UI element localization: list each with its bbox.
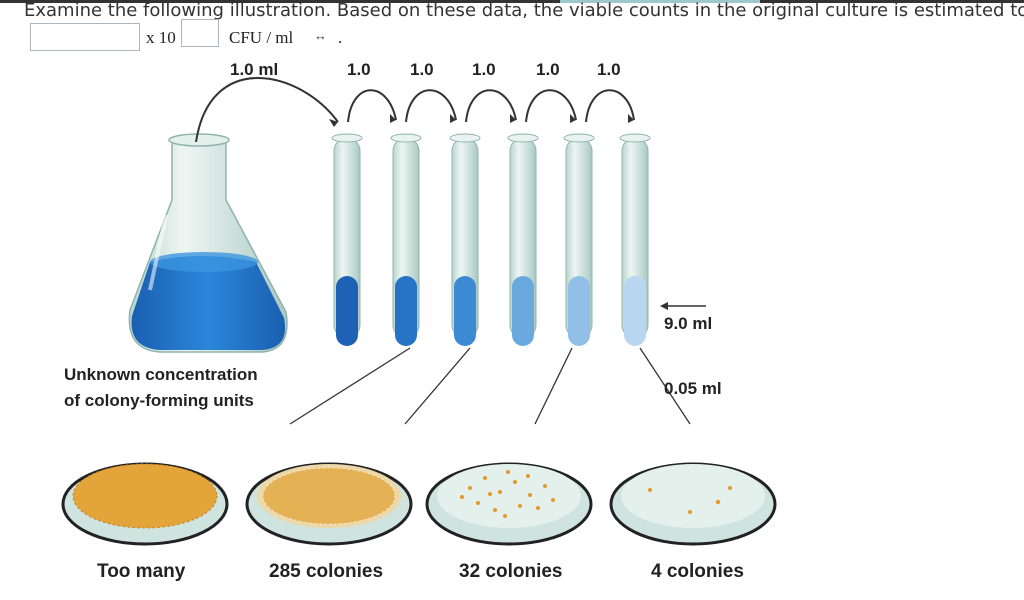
- volume-pointer-arrowhead: [660, 302, 668, 310]
- tube-transfer-label-3: 1.0: [472, 60, 496, 79]
- tube-transfer-label-2: 1.0: [410, 60, 434, 79]
- question-text: Examine the following illustration. Base…: [24, 0, 1024, 21]
- flask-transfer-label: 1.0 ml: [230, 60, 279, 79]
- coefficient-answer-box[interactable]: [30, 23, 140, 51]
- flask: [128, 133, 288, 353]
- plate-label-2: 285 colonies: [269, 561, 384, 582]
- tube-transfer-arrow-4: [525, 89, 577, 123]
- flask-caption-line1: Unknown concentration: [64, 365, 258, 384]
- tube-transfer-label-4: 1.0: [536, 60, 560, 79]
- tube-4: [507, 133, 539, 346]
- top-border-accent: [560, 0, 760, 3]
- plate-3: [425, 462, 593, 546]
- plate-2: [245, 462, 413, 546]
- tube-3: [449, 133, 481, 346]
- plate-1: [61, 462, 229, 546]
- exponent-input[interactable]: [182, 20, 218, 46]
- tube-transfer-label-1: 1.0: [347, 60, 371, 79]
- flask-caption-line2: of colony-forming units: [64, 391, 254, 410]
- tube-transfer-arrow-2: [405, 89, 457, 123]
- transfer-arrows: [195, 77, 635, 143]
- tube-volume-label: 9.0 ml: [664, 314, 713, 333]
- plate-label-1: Too many: [97, 561, 186, 582]
- coefficient-input[interactable]: [31, 24, 139, 50]
- unit-label: CFU / ml: [229, 28, 294, 47]
- tube-1: [331, 133, 363, 346]
- tube-transfer-arrow-3: [465, 89, 517, 123]
- plating-lines: [289, 347, 691, 425]
- tube-2: [390, 133, 422, 346]
- period-label: .: [338, 28, 343, 47]
- flask-transfer-arrow: [195, 77, 339, 143]
- times-ten-label: x 10: [146, 28, 176, 47]
- exponent-answer-box[interactable]: [181, 19, 219, 47]
- top-border: [0, 0, 1024, 3]
- tube-6: [619, 133, 651, 346]
- plate-label-3: 32 colonies: [459, 561, 563, 582]
- plated-volume-label: 0.05 ml: [664, 379, 722, 398]
- link-arrow-icon: ↔: [314, 28, 327, 43]
- tube-5: [563, 133, 595, 346]
- plate-4: [609, 462, 777, 546]
- tube-transfer-arrow-1: [347, 89, 397, 123]
- tube-transfer-arrow-5: [585, 89, 635, 123]
- plate-label-4: 4 colonies: [651, 561, 744, 582]
- tube-transfer-label-5: 1.0: [597, 60, 621, 79]
